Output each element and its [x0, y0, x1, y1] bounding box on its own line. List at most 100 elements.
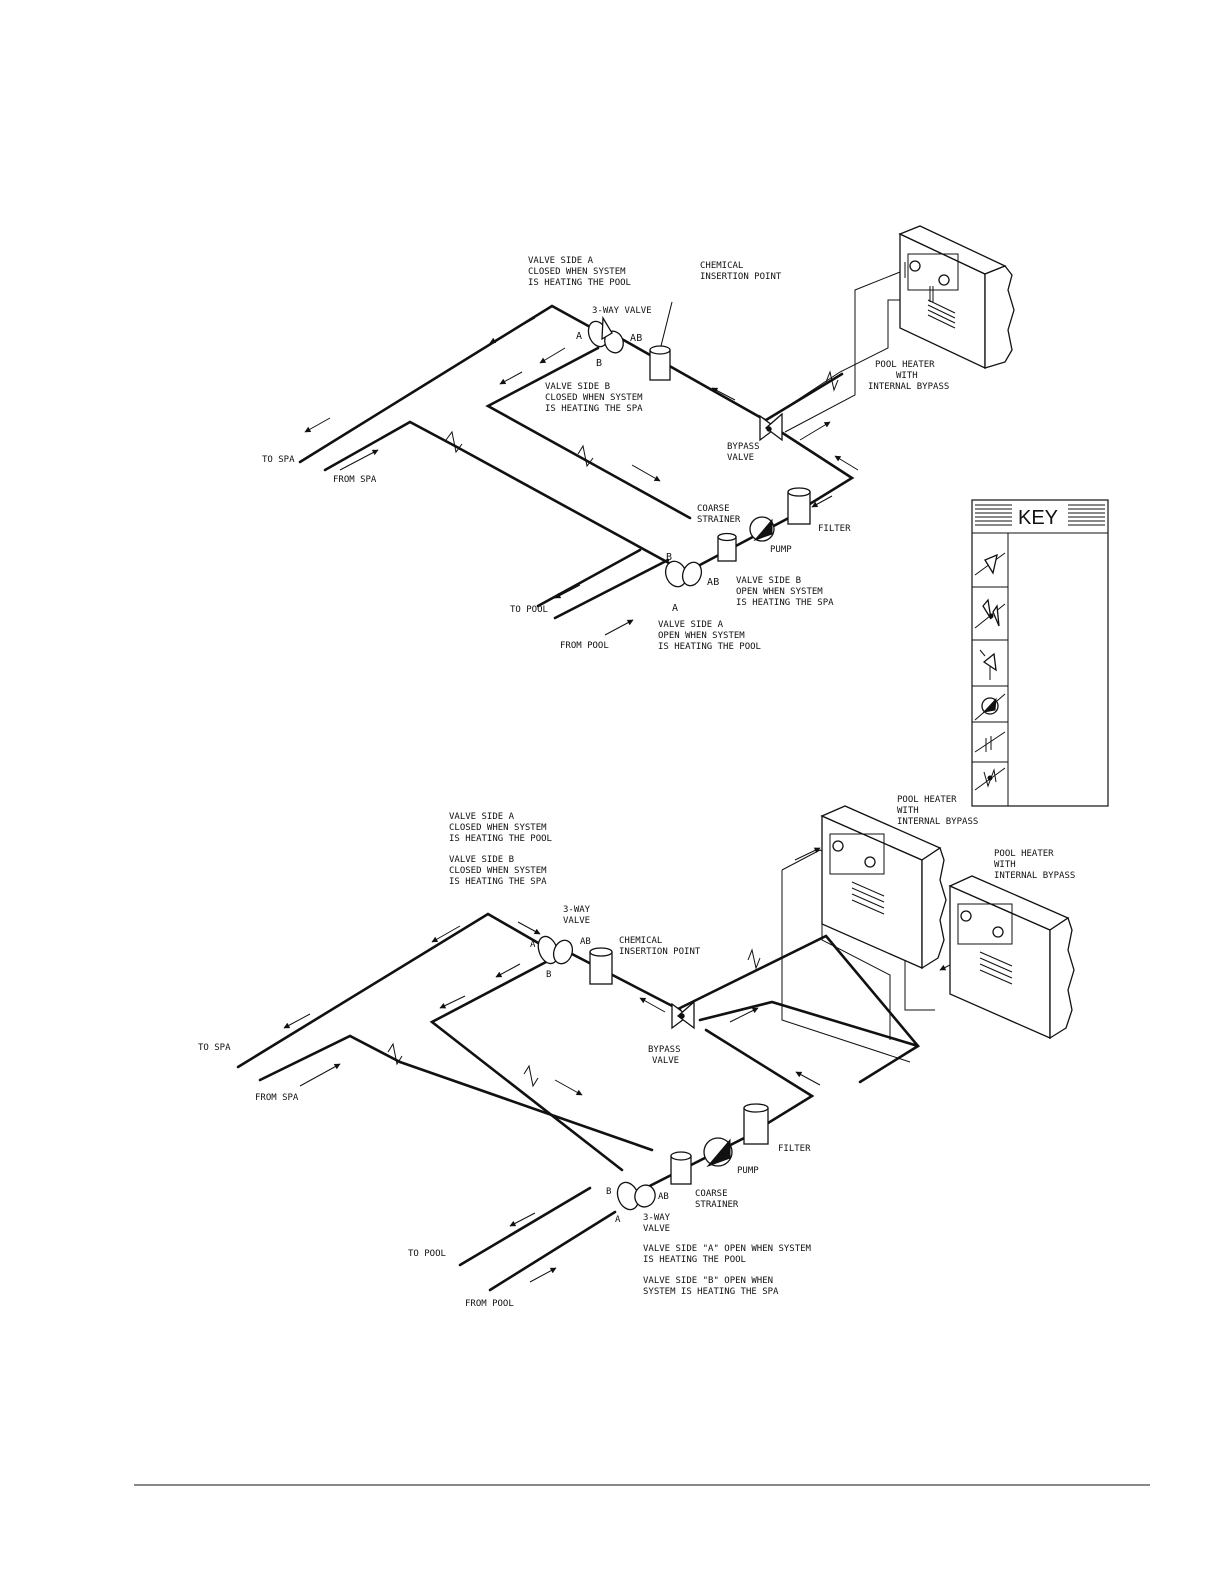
pump-line	[696, 510, 802, 568]
label-valve-side-a-open: VALVE SIDE A OPEN WHEN SYSTEM IS HEATING…	[658, 620, 761, 652]
label-port-b2: B	[666, 552, 672, 563]
heater-loop-pipe-2	[698, 1000, 920, 1048]
bottom-pipes	[236, 849, 935, 1292]
label-from-spa: FROM SPA	[255, 1093, 299, 1103]
bypass-valve-icon	[759, 412, 783, 442]
pool-heater-icon	[820, 805, 947, 970]
label-filter: FILTER	[818, 524, 851, 534]
label-valve-side-b-closed: VALVE SIDE B CLOSED WHEN SYSTEM IS HEATI…	[449, 855, 552, 887]
bottom-flow-arrows	[283, 847, 961, 1283]
bypass-to-filter-pipe	[704, 1028, 815, 1130]
label-port-a2: A	[615, 1215, 621, 1225]
bottom-diagram: VALVE SIDE A CLOSED WHEN SYSTEM IS HEATI…	[198, 795, 1075, 1309]
pool-heater-icon	[948, 875, 1075, 1040]
coarse-strainer-icon	[670, 1151, 692, 1185]
from-pool-pipe	[488, 1210, 617, 1292]
label-valve-side-b-open: VALVE SIDE "B" OPEN WHEN SYSTEM IS HEATI…	[643, 1276, 779, 1297]
label-from-pool: FROM POOL	[465, 1299, 514, 1309]
to-spa-pipe	[236, 912, 542, 1069]
label-bypass-valve: BYPASS VALVE	[727, 442, 765, 463]
label-coarse-strainer: COARSE STRAINER	[695, 1189, 739, 1210]
label-valve-side-a-closed: VALVE SIDE A CLOSED WHEN SYSTEM IS HEATI…	[528, 256, 631, 288]
label-chemical-insertion: CHEMICAL INSERTION POINT	[700, 261, 782, 282]
filter-icon	[787, 487, 811, 525]
label-valve-side-a-closed: VALVE SIDE A CLOSED WHEN SYSTEM IS HEATI…	[449, 812, 552, 844]
pool-heater-icon	[898, 225, 1015, 370]
bypass-valve-icon	[671, 1000, 695, 1030]
label-to-pool: TO POOL	[510, 605, 548, 615]
top-flow-arrows	[304, 317, 859, 636]
to-spa-pipe	[298, 304, 594, 464]
label-port-b2: B	[606, 1187, 611, 1197]
from-spa-pipe-2	[453, 444, 680, 570]
heater2-feed	[904, 940, 935, 1011]
ab-to-bypass-pipe	[570, 952, 682, 1012]
spa-return-pipe	[429, 960, 624, 1172]
from-spa-pipe-2	[398, 1060, 654, 1152]
coarse-strainer-icon	[717, 532, 737, 562]
label-port-a: A	[530, 940, 536, 950]
label-valve-side-a-open: VALVE SIDE "A" OPEN WHEN SYSTEM IS HEATI…	[643, 1244, 816, 1265]
label-port-ab: AB	[630, 333, 642, 344]
to-pool-pipe	[536, 548, 642, 608]
key-header-stripes	[975, 504, 1105, 526]
key-legend: KEY	[971, 499, 1109, 807]
heater-outlet-pipe	[764, 372, 844, 422]
label-port-a2: A	[672, 603, 678, 614]
key-pump-icon	[974, 693, 1006, 721]
top-pipes	[298, 269, 940, 620]
label-valve-side-b-open: VALVE SIDE B OPEN WHEN SYSTEM IS HEATING…	[736, 576, 834, 608]
three-way-valve-lower-icon	[664, 560, 703, 588]
label-coarse-strainer: COARSE STRAINER	[697, 504, 741, 525]
from-spa-pipe	[323, 420, 457, 472]
label-from-pool: FROM POOL	[560, 641, 609, 651]
label-three-way-valve-2: 3-WAY VALVE	[643, 1213, 676, 1234]
label-pump: PUMP	[737, 1166, 759, 1176]
label-filter: FILTER	[778, 1144, 811, 1154]
label-chemical-insertion: CHEMICAL INSERTION POINT	[619, 936, 701, 957]
label-pool-heater-1: POOL HEATER WITH INTERNAL BYPASS	[897, 795, 978, 827]
label-port-b: B	[596, 358, 602, 369]
label-three-way-valve: 3-WAY VALVE	[563, 905, 596, 926]
label-to-spa: TO SPA	[198, 1043, 231, 1053]
label-pool-heater: POOL HEATER WITH INTERNAL BYPASS	[868, 360, 949, 392]
ab-to-bypass-pipe	[618, 336, 767, 422]
key-check-valve-icon	[974, 552, 1006, 576]
spa-return-pipe	[485, 346, 692, 520]
three-way-valve-icon	[537, 935, 574, 965]
label-port-b: B	[546, 970, 551, 980]
label-port-ab2: AB	[658, 1192, 669, 1202]
from-pool-pipe	[553, 558, 670, 620]
label-pool-heater-2: POOL HEATER WITH INTERNAL BYPASS	[994, 849, 1075, 881]
key-union-icon	[974, 731, 1006, 753]
label-from-spa: FROM SPA	[333, 475, 377, 485]
from-spa-pipe	[258, 1034, 402, 1082]
check-valve-icon	[387, 948, 761, 1088]
filter-icon	[743, 1103, 769, 1145]
to-pool-pipe	[458, 1186, 592, 1267]
pump-line	[628, 1128, 762, 1198]
heater-supply-line	[784, 269, 906, 433]
label-to-spa: TO SPA	[262, 455, 295, 465]
key-bypass-valve-icon	[974, 598, 1006, 629]
label-port-ab2: AB	[707, 577, 719, 588]
key-title: KEY	[1018, 507, 1058, 529]
key-relief-valve-icon	[979, 649, 997, 680]
label-port-a: A	[576, 331, 582, 342]
three-way-valve-lower-icon	[616, 1181, 656, 1211]
chemical-insertion-cylinder-icon	[589, 947, 613, 985]
chemical-insertion-cylinder-icon	[649, 301, 673, 381]
label-valve-side-b-closed: VALVE SIDE B CLOSED WHEN SYSTEM IS HEATI…	[545, 382, 648, 414]
label-pump: PUMP	[770, 545, 792, 555]
key-gate-valve-icon	[974, 767, 1006, 791]
label-port-ab: AB	[580, 937, 591, 947]
pump-icon	[749, 516, 775, 542]
top-diagram: VALVE SIDE A CLOSED WHEN SYSTEM IS HEATI…	[262, 225, 1015, 652]
label-three-way-valve: 3-WAY VALVE	[592, 306, 652, 316]
bypass-to-filter-pipe	[776, 428, 855, 512]
check-valve-icon	[445, 370, 839, 468]
label-bypass-valve: BYPASS VALVE	[648, 1045, 686, 1066]
heater-loop-pipe	[674, 934, 920, 1084]
three-way-valve-icon	[587, 315, 624, 354]
